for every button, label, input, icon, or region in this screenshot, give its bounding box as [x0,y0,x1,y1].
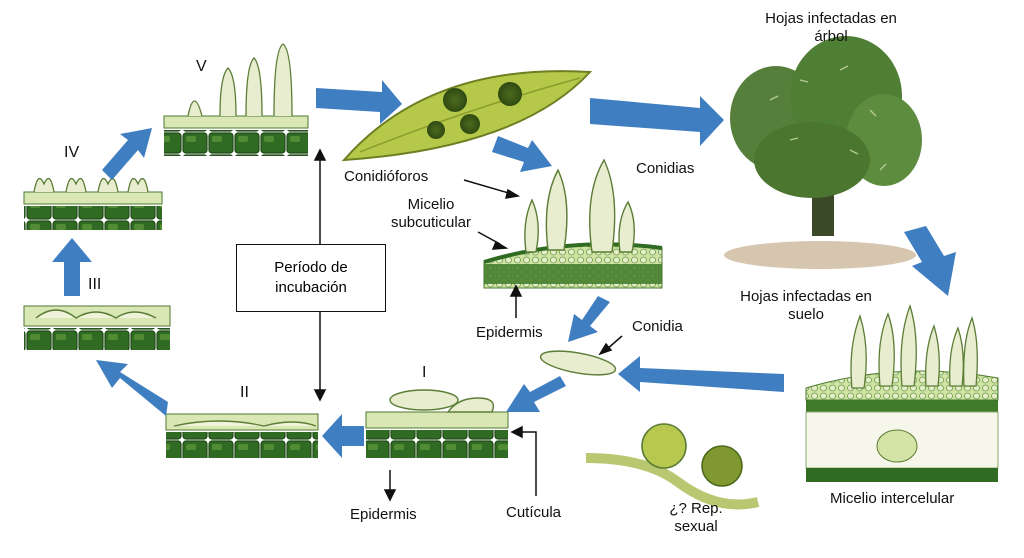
arrow-center-down [568,296,610,342]
sexual-reproduction-label: ¿? Rep. sexual [669,500,723,535]
intercellular-mycelium-label: Micelio intercelular [830,490,955,507]
conidia-label: Conidia [632,318,683,335]
stage-v-label: V [196,58,207,75]
epidermis-bottom-label: Epidermis [350,506,417,523]
stage-iii-tissue [23,305,171,350]
cuticle-label: Cutícula [506,504,562,521]
stage-iii-label: III [88,276,102,293]
infected-tree [724,36,922,269]
arrow-mycelium-to-conidia [618,356,784,392]
conidias-label: Conidias [636,160,695,177]
conidiophores-label: Conidióforos [344,168,429,185]
arrow-i-to-ii [322,414,364,458]
arrow-iv-to-v [102,128,152,180]
infected-tree-leaves-label: Hojas infectadas en árbol [765,10,897,45]
infected-leaf [341,70,593,162]
arrow-leaf-to-tree [590,96,724,146]
stage-iv-tissue [23,177,163,230]
epidermis-top-label: Epidermis [476,324,543,341]
stage-v-tissue [163,43,309,156]
flow-arrows [52,80,956,458]
infected-ground-leaves-label: Hojas infectadas en suelo [740,288,872,323]
arrow-leaf-to-conidiophores [492,136,552,172]
conidia-spore [539,350,617,376]
arrow-conidia-to-i [506,376,566,412]
subcuticular-mycelium-label: Micelio subcuticular [390,196,472,231]
arrow-tree-to-ground [904,226,956,296]
stage-iv-label: IV [64,144,80,161]
sexual-reproduction-structure [585,423,760,510]
stage-i-tissue [365,389,509,458]
stage-ii-tissue [165,413,319,458]
arrow-v-to-leaf [316,80,402,124]
arrow-ii-to-iii [96,360,168,416]
stage-i-label: I [422,364,427,381]
incubation-period-box: Período de incubación [236,244,386,312]
central-leaf-section [483,158,663,289]
arrow-iii-to-iv [52,238,92,296]
intercellular-section [805,303,999,482]
stage-ii-label: II [240,384,249,401]
